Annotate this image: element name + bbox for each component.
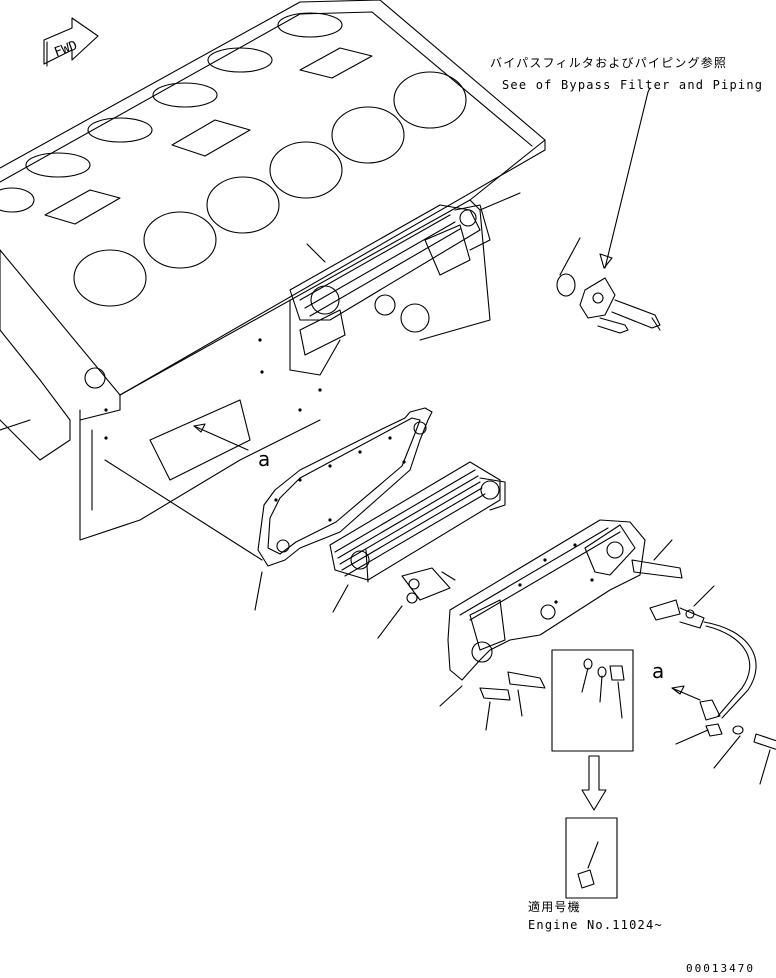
oil-cooler-element [329,461,506,583]
view-a-arrow-lower-icon [671,685,685,695]
drawing-number: 00013470 [686,962,755,975]
oil-cooler-cover [447,519,646,681]
serial-detail-box [565,817,618,899]
cooler-gasket [257,407,433,567]
serial-note-en: Engine No.11024~ [528,918,663,932]
down-arrow-icon [581,755,607,811]
fitting-detail-box [551,649,634,752]
view-marker-a-upper: a [258,447,271,471]
oil-temperature-sensor [649,599,757,719]
view-a-arrow-icon [193,423,206,433]
cover-bolts [479,559,683,701]
installed-oil-cooler [289,204,491,376]
sensor-clamp [699,699,776,750]
engine-block [0,0,546,541]
view-marker-a-lower: a [652,659,665,683]
bypass-note-en: See of Bypass Filter and Piping [502,78,764,92]
bypass-flange-assembly [556,273,661,334]
arrow-to-flange-icon [599,253,613,269]
bypass-note-jp: バイパスフィルタおよびパイピング参照 [490,56,728,70]
small-gasket-pair [401,567,451,604]
fwd-arrow-icon: FWD [43,17,99,67]
serial-note-jp: 適用号機 [528,900,581,914]
